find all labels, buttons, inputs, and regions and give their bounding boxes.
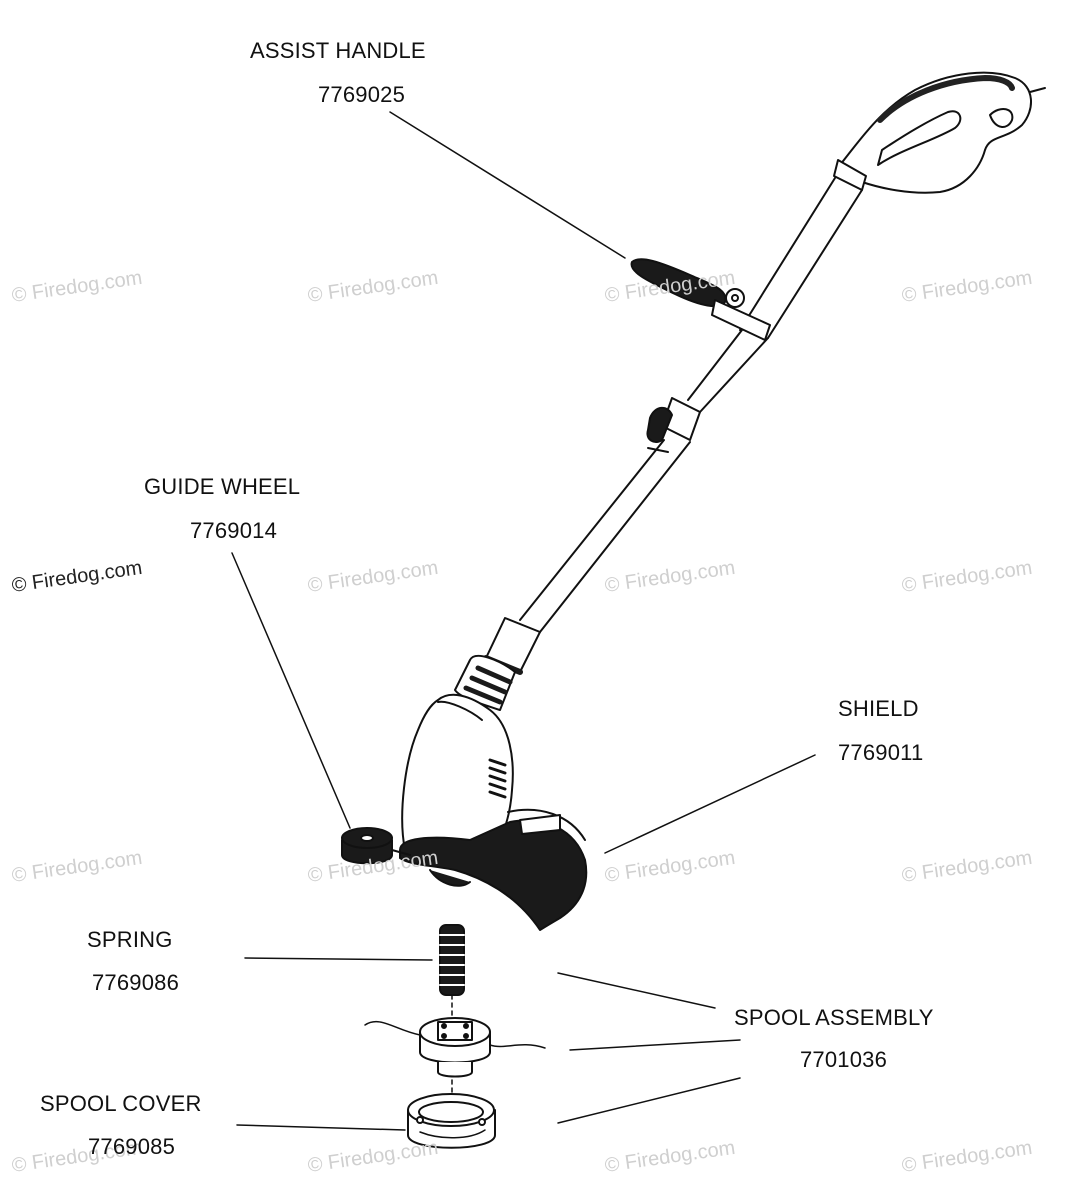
- label-guide-wheel: GUIDE WHEEL: [144, 474, 301, 499]
- leader-spring: [244, 957, 433, 961]
- leader-guide-wheel: [231, 552, 351, 829]
- part-number-spool-assembly: 7701036: [800, 1047, 888, 1072]
- lower-collar: [454, 617, 541, 711]
- leader-spool-assembly-1: [557, 972, 716, 1009]
- leader-shield: [604, 754, 816, 854]
- leader-spool-cover: [236, 1124, 406, 1131]
- spring-part: [439, 924, 465, 1021]
- leader-spool-assembly-3: [557, 1077, 741, 1124]
- spool-assembly-part: [364, 1017, 546, 1116]
- part-number-assist-handle: 7769025: [318, 82, 406, 107]
- leader-assist-handle: [389, 111, 626, 259]
- main-handle: [833, 71, 1046, 194]
- leader-spool-assembly-2: [569, 1039, 741, 1051]
- part-number-guide-wheel: 7769014: [190, 518, 278, 543]
- label-spring: SPRING: [87, 927, 173, 952]
- label-spool-assembly: SPOOL ASSEMBLY: [734, 1005, 934, 1030]
- shield-part: [399, 808, 588, 931]
- label-shield: SHIELD: [838, 696, 919, 721]
- part-number-spool-cover: 7769085: [88, 1134, 176, 1159]
- middle-shaft: [519, 329, 769, 633]
- part-number-spring: 7769086: [92, 970, 180, 995]
- upper-shaft: [739, 177, 863, 339]
- part-number-shield: 7769011: [838, 740, 924, 765]
- leader-lines: [231, 111, 816, 1131]
- label-assist-handle: ASSIST HANDLE: [250, 38, 426, 63]
- label-spool-cover: SPOOL COVER: [40, 1091, 202, 1116]
- guide-wheel-part: [341, 827, 411, 865]
- assist-handle-part: [630, 258, 771, 341]
- spool-cover-part: [407, 1093, 496, 1149]
